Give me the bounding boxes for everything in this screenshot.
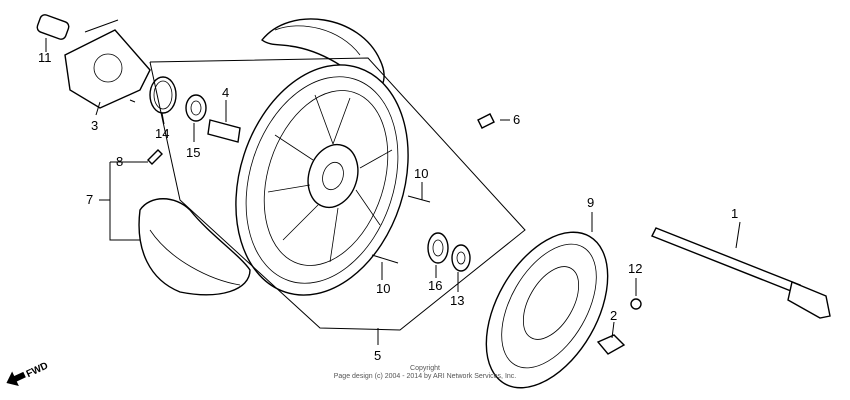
brake-disc-part	[485, 231, 609, 389]
spacer-part	[207, 119, 241, 143]
leader-lines	[45, 38, 741, 345]
callout-3: 3	[91, 118, 98, 133]
fwd-label: FWD	[25, 360, 50, 380]
copyright-line-1: Copyright	[410, 365, 440, 372]
tire-lower	[138, 198, 251, 296]
bolt-part	[147, 149, 163, 165]
fwd-indicator: FWD	[6, 360, 50, 387]
bearing-part	[185, 94, 207, 122]
bearing-seal-parts	[427, 232, 471, 272]
callout-15: 15	[186, 145, 200, 160]
copyright-line-2: Page design (c) 2004 - 2014 by ARI Netwo…	[334, 373, 517, 380]
callout-11: 11	[38, 50, 52, 65]
side-collar-part	[596, 334, 626, 355]
callout-2: 2	[610, 308, 617, 323]
callout-7: 7	[86, 192, 93, 207]
callout-13: 13	[450, 293, 464, 308]
callout-9: 9	[587, 195, 594, 210]
callout-14: 14	[155, 126, 169, 141]
fwd-arrow-icon	[6, 371, 26, 387]
callout-12: 12	[628, 261, 642, 276]
callout-10a: 10	[414, 166, 428, 181]
assembly-outline	[149, 57, 526, 331]
collar-part	[36, 14, 70, 40]
hub-part	[64, 19, 151, 109]
callout-10b: 10	[376, 281, 390, 296]
wheel-rim	[235, 64, 409, 296]
axle-part	[651, 227, 831, 319]
callout-5: 5	[374, 348, 381, 363]
callout-1: 1	[731, 206, 738, 221]
callout-6: 6	[513, 112, 520, 127]
callout-4: 4	[222, 85, 229, 100]
callout-16: 16	[428, 278, 442, 293]
nut-part	[630, 298, 642, 310]
valve-part	[477, 113, 495, 129]
hub-bolts	[371, 195, 431, 264]
callout-8: 8	[116, 154, 123, 169]
callout-labels: 1 2 3 4 5 6 7 8 9 10 10 11 12 13 14 15 1…	[38, 50, 738, 363]
